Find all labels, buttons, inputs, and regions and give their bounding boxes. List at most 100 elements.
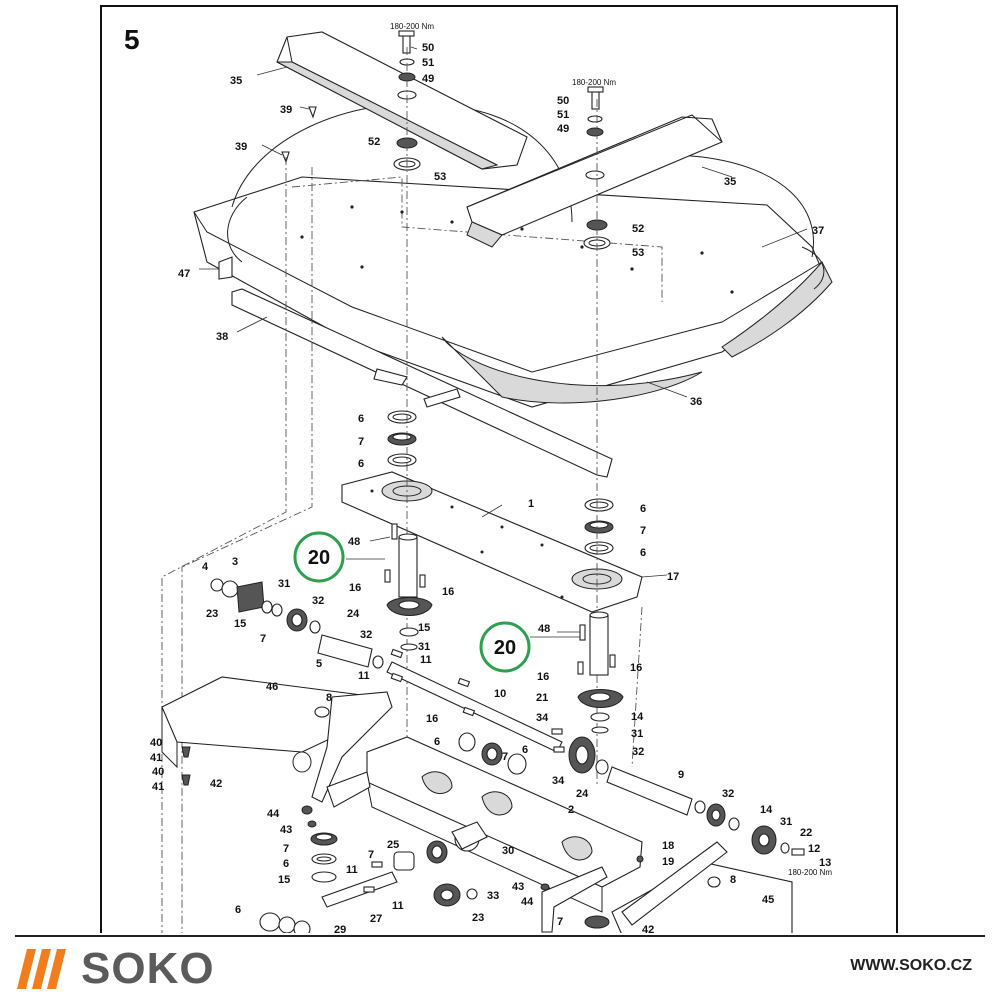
bearing-stack-left xyxy=(387,410,417,467)
callout-right: 20 xyxy=(479,621,531,673)
part-label: 32 xyxy=(632,746,644,758)
frame-45 xyxy=(540,841,793,933)
part-label: 23 xyxy=(472,912,484,924)
part-label: 32 xyxy=(312,595,324,607)
brand-name: SOKO xyxy=(81,944,215,993)
part-label: 47 xyxy=(178,268,190,280)
callout-label: 20 xyxy=(308,547,330,569)
part-label: 11 xyxy=(346,864,358,876)
part-label: 6 xyxy=(434,736,440,748)
part-label: 8 xyxy=(730,874,736,886)
part-label: 31 xyxy=(631,728,643,740)
part-label: 52 xyxy=(368,136,380,148)
part-label: 42 xyxy=(210,778,222,790)
torque-label-top-right: 180-200 Nm xyxy=(572,78,616,87)
part-label: 14 xyxy=(631,711,644,723)
part-label: 41 xyxy=(152,781,164,793)
part-label: 24 xyxy=(576,788,589,800)
part-label: 49 xyxy=(422,73,434,85)
website-url: WWW.SOKO.CZ xyxy=(850,957,972,974)
part-label: 48 xyxy=(348,536,360,548)
part-label: 32 xyxy=(360,629,372,641)
part-label: 33 xyxy=(487,890,499,902)
part-label: 1 xyxy=(528,498,534,510)
part-label: 51 xyxy=(422,57,434,69)
right-gear-group xyxy=(551,728,805,856)
part-label: 9 xyxy=(678,769,684,781)
part-label: 15 xyxy=(278,874,290,886)
part-label: 16 xyxy=(537,671,549,683)
part-label: 7 xyxy=(640,525,646,537)
part-label: 50 xyxy=(422,42,434,54)
part-label: 7 xyxy=(557,916,563,928)
part-number-labels: 50 51 49 35 39 39 52 53 50 51 49 35 52 5… xyxy=(150,42,831,933)
leader-lines xyxy=(199,46,808,638)
torque-label-bottom-right: 180-200 Nm xyxy=(788,868,832,877)
part-label: 21 xyxy=(536,692,548,704)
part-label: 19 xyxy=(662,856,674,868)
part-label: 40 xyxy=(152,766,164,778)
part-label: 39 xyxy=(280,104,292,116)
part-label: 48 xyxy=(538,623,550,635)
part-label: 11 xyxy=(358,670,370,682)
part-label: 24 xyxy=(347,608,360,620)
part-label: 16 xyxy=(442,586,454,598)
part-label: 36 xyxy=(690,396,702,408)
part-label: 7 xyxy=(260,633,266,645)
part-label: 4 xyxy=(202,561,209,573)
part-label: 15 xyxy=(234,618,246,630)
part-label: 10 xyxy=(494,688,506,700)
frame-46 xyxy=(161,676,393,803)
top-hardware xyxy=(218,30,611,280)
part-label: 35 xyxy=(230,75,242,87)
part-label: 16 xyxy=(426,713,438,725)
torque-label-top-left: 180-200 Nm xyxy=(390,22,434,31)
left-gear-group xyxy=(210,578,384,669)
part-label: 43 xyxy=(512,881,524,893)
part-label: 18 xyxy=(662,840,674,852)
part-label: 17 xyxy=(667,571,679,583)
part-label: 13 xyxy=(819,857,831,869)
part-label: 6 xyxy=(283,858,289,870)
brand-logo: SOKO xyxy=(17,943,215,995)
part-label: 5 xyxy=(316,658,322,670)
footer-rule xyxy=(15,935,985,937)
part-label: 7 xyxy=(502,751,508,763)
part-label: 31 xyxy=(278,578,290,590)
part-label: 42 xyxy=(642,924,654,933)
part-label: 7 xyxy=(368,849,374,861)
part-label: 35 xyxy=(724,176,736,188)
part-label: 23 xyxy=(206,608,218,620)
part-label: 45 xyxy=(762,894,774,906)
crossbar-left xyxy=(276,31,528,170)
part-label: 6 xyxy=(640,547,646,559)
part-label: 22 xyxy=(800,827,812,839)
part-label: 27 xyxy=(370,913,382,925)
shaft-left-20 xyxy=(384,523,433,651)
part-label: 11 xyxy=(392,900,404,912)
part-label: 30 xyxy=(502,845,514,857)
part-label: 34 xyxy=(536,712,549,724)
part-label: 43 xyxy=(280,824,292,836)
part-label: 51 xyxy=(557,109,569,121)
part-label: 39 xyxy=(235,141,247,153)
part-label: 40 xyxy=(150,737,162,749)
left-lower-bearings xyxy=(259,805,338,933)
part-label: 44 xyxy=(267,808,280,820)
logo-stripe-icon xyxy=(47,949,66,989)
part-label: 32 xyxy=(722,788,734,800)
part-label: 31 xyxy=(418,641,430,653)
part-label: 50 xyxy=(557,95,569,107)
shaft-right-20 xyxy=(577,611,624,734)
page-number: 5 xyxy=(124,24,140,55)
part-label: 11 xyxy=(420,654,432,666)
part-label: 3 xyxy=(232,556,238,568)
middle-bearings xyxy=(321,732,527,908)
part-label: 53 xyxy=(434,171,446,183)
part-label: 6 xyxy=(235,904,241,916)
part-label: 7 xyxy=(283,843,289,855)
exploded-assembly-diagram: 5 xyxy=(124,22,833,933)
gearbox-housing-2 xyxy=(326,736,643,933)
part-label: 46 xyxy=(266,681,278,693)
callout-left: 20 xyxy=(293,531,345,583)
